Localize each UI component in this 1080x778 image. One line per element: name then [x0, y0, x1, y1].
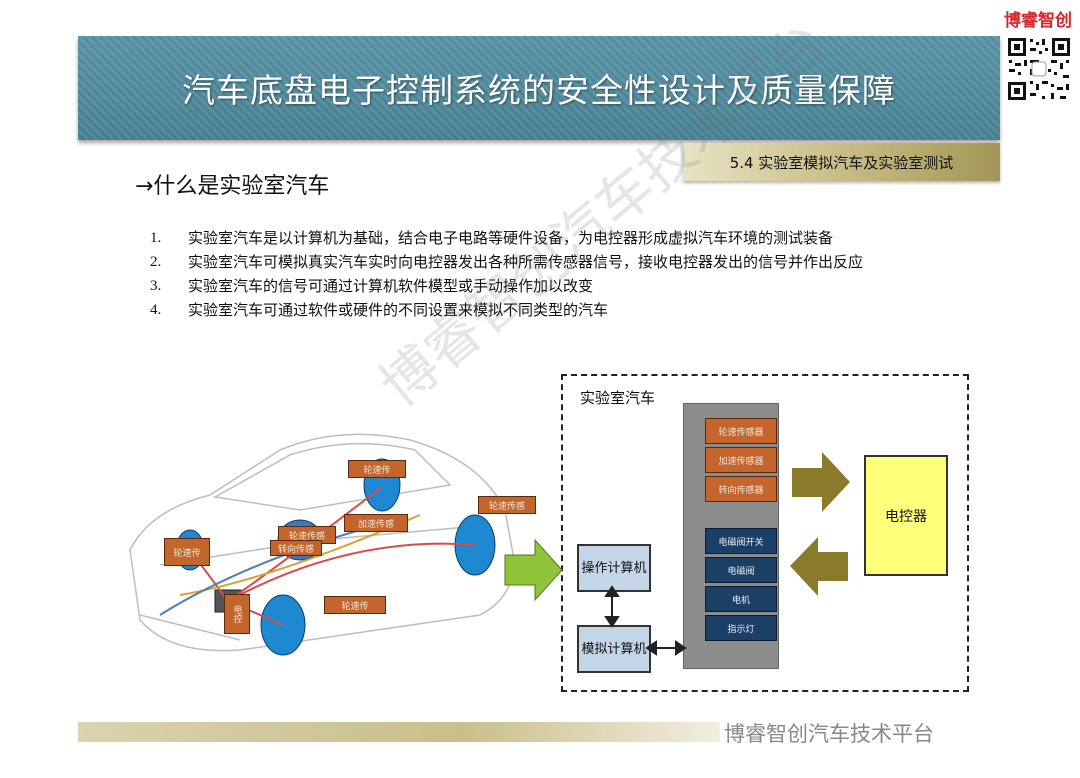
- definition-list: 1. 实验室汽车是以计算机为基础，结合电子电路等硬件设备，为电控器形成虚拟汽车环境…: [150, 228, 940, 324]
- list-text: 实验室汽车可模拟真实汽车实时向电控器发出各种所需传感器信号，接收电控器发出的信号…: [188, 253, 864, 271]
- list-text: 实验室汽车是以计算机为基础，结合电子电路等硬件设备，为电控器形成虚拟汽车环境的测…: [188, 229, 834, 247]
- footer-bar: [78, 722, 720, 742]
- sensor-wheel-speed: 轮速传感器: [705, 418, 777, 444]
- car-label: 轮速传: [164, 538, 210, 566]
- list-text: 实验室汽车可通过软件或硬件的不同设置来模拟不同类型的汽车: [188, 301, 609, 319]
- simulation-computer: 模拟计算机: [577, 625, 651, 673]
- car-label: 轮速传: [348, 460, 406, 478]
- qr-code-icon: [1006, 36, 1072, 102]
- car-label: 加速传感: [344, 514, 408, 532]
- section-tab: 5.4 实验室模拟汽车及实验室测试: [683, 143, 1000, 181]
- page-title: 汽车底盘电子控制系统的安全性设计及质量保障: [182, 71, 896, 110]
- list-number: 1.: [150, 230, 162, 246]
- car-label: 转向传感: [270, 540, 322, 556]
- list-text: 实验室汽车的信号可通过计算机软件模型或手动操作加以改变: [188, 277, 594, 295]
- ecu-box: 电控器: [864, 455, 948, 576]
- actuator-valve: 电磁阀: [705, 557, 777, 583]
- car-label: 电控: [224, 594, 250, 634]
- car-label: 轮速传: [324, 596, 386, 614]
- list-item: 1. 实验室汽车是以计算机为基础，结合电子电路等硬件设备，为电控器形成虚拟汽车环境…: [150, 228, 940, 248]
- actuator-indicator: 指示灯: [705, 615, 777, 641]
- sensor-acceleration: 加速传感器: [705, 447, 777, 473]
- list-item: 3. 实验室汽车的信号可通过计算机软件模型或手动操作加以改变: [150, 276, 940, 296]
- header-banner: 汽车底盘电子控制系统的安全性设计及质量保障: [78, 36, 1000, 140]
- list-number: 3.: [150, 278, 162, 294]
- lab-car-title: 实验室汽车: [580, 389, 656, 407]
- list-number: 2.: [150, 254, 162, 270]
- list-item: 4. 实验室汽车可通过软件或硬件的不同设置来模拟不同类型的汽车: [150, 300, 940, 320]
- list-number: 4.: [150, 302, 162, 318]
- actuator-motor: 电机: [705, 586, 777, 612]
- sensor-steering: 转向传感器: [705, 476, 777, 502]
- car-label: 轮速传感: [478, 496, 536, 514]
- operate-computer: 操作计算机: [577, 544, 651, 592]
- list-item: 2. 实验室汽车可模拟真实汽车实时向电控器发出各种所需传感器信号，接收电控器发出的…: [150, 252, 940, 272]
- lab-car-box: [561, 374, 969, 692]
- section-heading: →什么是实验室汽车: [135, 174, 330, 199]
- brand-logo: 博睿智创: [1004, 11, 1072, 31]
- actuator-valve-switch: 电磁阀开关: [705, 528, 777, 554]
- footer-watermark: 博睿智创汽车技术平台: [724, 722, 934, 746]
